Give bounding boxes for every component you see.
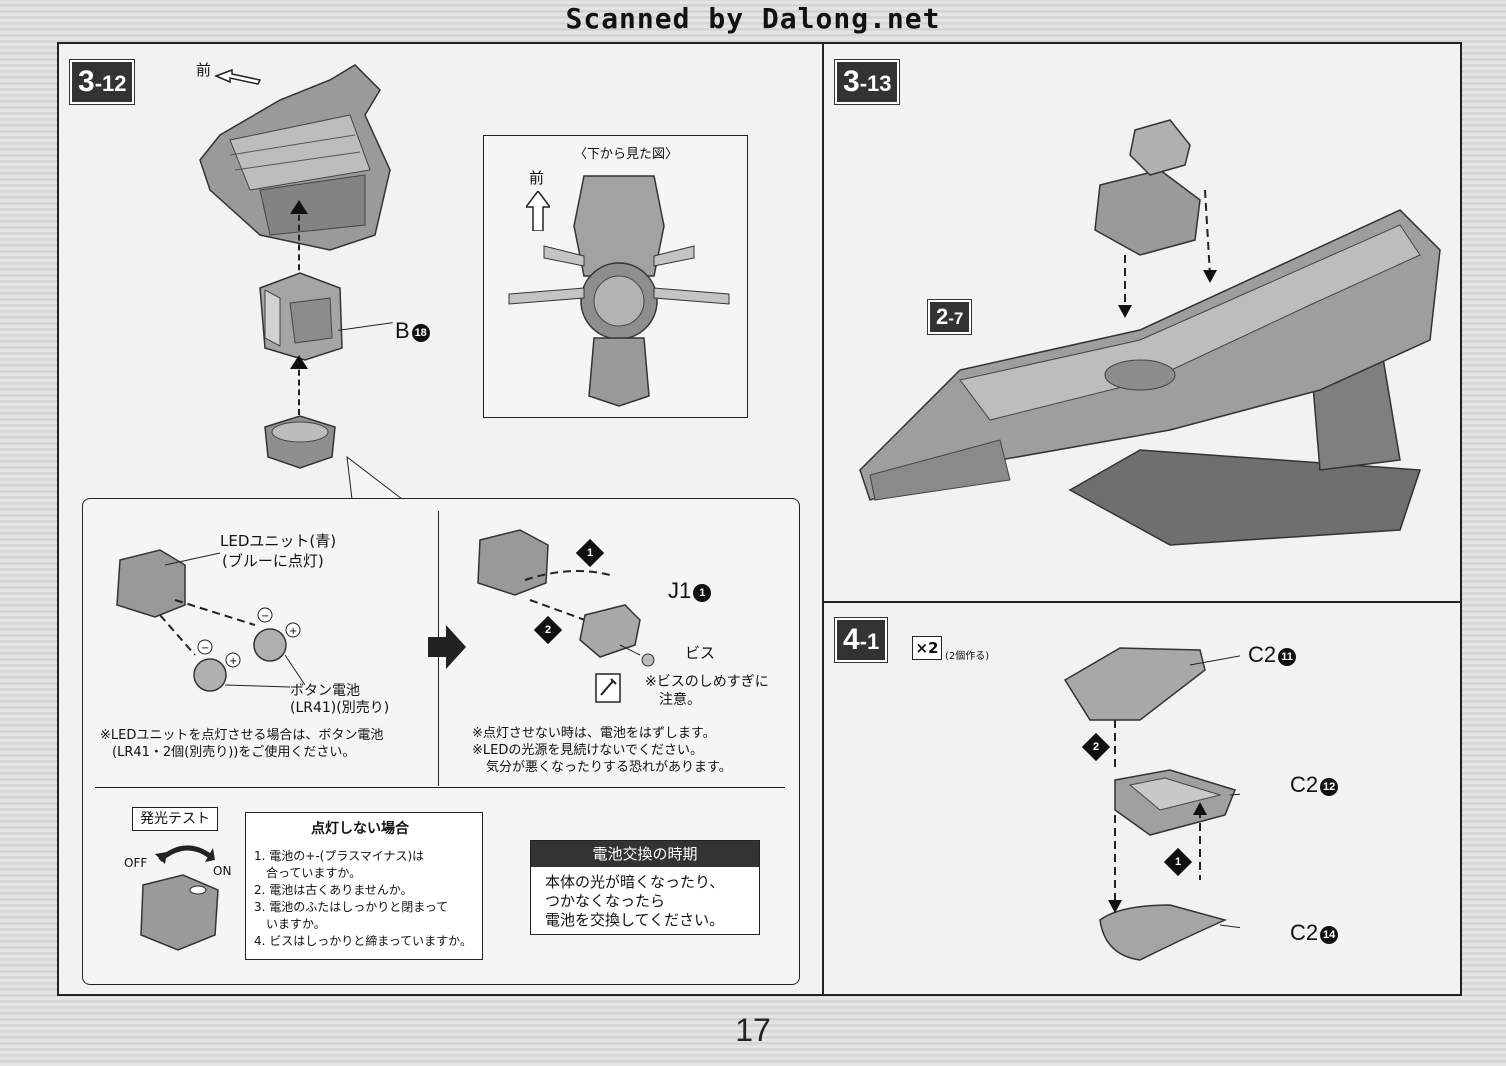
off-note-2: ※LEDの光源を見続けないでください。 bbox=[472, 743, 703, 758]
bottom-view-panel: 〈下から見た図〉 前 bbox=[483, 135, 748, 418]
front-up-arrow-icon bbox=[526, 191, 550, 231]
step-1-marker: 1 bbox=[1163, 847, 1193, 877]
step-sub-number: -12 bbox=[94, 71, 127, 96]
led-cover-illustration bbox=[477, 529, 655, 667]
up-arrow-icon bbox=[290, 355, 308, 369]
multiplier-note: (2個作る) bbox=[945, 651, 990, 662]
svg-text:−: − bbox=[261, 611, 269, 622]
led-unit-part bbox=[264, 415, 336, 469]
reference-2-7-badge: 2-7 bbox=[926, 299, 973, 335]
step-2-marker: 2 bbox=[1081, 732, 1111, 762]
screw-note-2: 注意。 bbox=[659, 692, 701, 708]
led-switch-illustration bbox=[140, 874, 219, 951]
led-usage-note-2: (LR41・2個(別売り))をご使用ください。 bbox=[112, 745, 356, 760]
led-color-label: (ブルーに点灯) bbox=[222, 552, 324, 570]
bottom-view-front-label: 前 bbox=[529, 169, 545, 187]
step-number: 3 bbox=[78, 65, 95, 98]
part-letter: C2 bbox=[1290, 920, 1319, 945]
ship-assembly-illustration bbox=[859, 119, 1441, 546]
light-test-box: 発光テスト bbox=[132, 807, 218, 831]
battery-replace-line-2: つかなくなったら bbox=[545, 892, 666, 910]
battery-model-label: (LR41)(別売り) bbox=[290, 700, 390, 716]
up-arrow-icon bbox=[290, 200, 308, 214]
step-number: 4 bbox=[843, 623, 860, 656]
screw-note-1: ※ビスのしめすぎに bbox=[645, 674, 769, 690]
step-marker-number: 2 bbox=[1092, 741, 1100, 753]
battery-replace-panel: 電池交換の時期 本体の光が暗くなったり、 つかなくなったら 電池を交換してくださ… bbox=[530, 840, 760, 935]
led-battery-illustration: − + − + bbox=[116, 549, 305, 692]
scan-watermark: Scanned by Dalong.net bbox=[565, 2, 941, 35]
light-off-label: OFF bbox=[124, 856, 148, 870]
ship-bottom-view-illustration bbox=[508, 175, 730, 407]
part-letter: B bbox=[395, 318, 410, 343]
screw-warning-icon bbox=[595, 673, 621, 703]
switch-rotate-arrow-icon bbox=[155, 845, 215, 864]
step-2-marker: 2 bbox=[533, 615, 563, 645]
part-letter: C2 bbox=[1290, 772, 1319, 797]
light-test-label: 発光テスト bbox=[140, 811, 210, 827]
step-3-13-badge: 3-13 bbox=[833, 59, 901, 105]
step-marker-number: 1 bbox=[586, 547, 594, 559]
right-row-divider bbox=[822, 601, 1462, 603]
reference-sub-number: -7 bbox=[948, 309, 964, 328]
step-marker-number: 1 bbox=[1174, 856, 1182, 868]
panel-horizontal-divider bbox=[95, 787, 785, 788]
troubleshoot-item: 4. ビスはしっかりと締まっていますか。 bbox=[254, 934, 472, 948]
step-1-marker: 1 bbox=[575, 538, 605, 568]
part-b18-shape bbox=[259, 272, 343, 361]
page-number: 17 bbox=[735, 1012, 771, 1048]
troubleshoot-item: 2. 電池は古くありませんか。 bbox=[254, 883, 413, 897]
troubleshoot-title: 点灯しない場合 bbox=[311, 821, 409, 837]
screw-label: ビス bbox=[685, 644, 716, 662]
svg-text:+: + bbox=[289, 626, 297, 637]
battery-label: ボタン電池 bbox=[290, 683, 360, 699]
battery-replace-title: 電池交換の時期 bbox=[531, 841, 759, 867]
part-number-badge: 18 bbox=[411, 324, 430, 342]
step-sub-number: -13 bbox=[859, 71, 892, 96]
front-direction-label: 前 bbox=[196, 61, 212, 79]
svg-text:+: + bbox=[229, 656, 237, 667]
troubleshoot-item: 3. 電池のふたはしっかりと閉まって bbox=[254, 900, 449, 914]
assembly-guide-line bbox=[298, 360, 300, 415]
column-divider bbox=[822, 42, 824, 996]
part-number-badge: 12 bbox=[1320, 778, 1339, 796]
assembly-guide-line bbox=[298, 205, 300, 290]
c2-parts-illustration bbox=[1063, 647, 1240, 961]
troubleshoot-item: 合っていますか。 bbox=[266, 866, 362, 880]
led-usage-note-1: ※LEDユニットを点灯させる場合は、ボタン電池 bbox=[100, 728, 384, 743]
part-number-badge: 11 bbox=[1278, 648, 1297, 666]
step-4-1-badge: 4-1 bbox=[833, 617, 889, 663]
off-note-1: ※点灯させない時は、電池をはずします。 bbox=[472, 726, 716, 741]
step-number: 3 bbox=[843, 65, 860, 98]
step-marker-number: 2 bbox=[544, 624, 552, 636]
part-number-badge: 14 bbox=[1320, 926, 1339, 944]
reference-number: 2 bbox=[936, 304, 949, 329]
troubleshoot-item: 1. 電池の+-(プラスマイナス)は bbox=[254, 849, 425, 863]
bottom-view-title: 〈下から見た図〉 bbox=[574, 147, 679, 162]
led-unit-label: LEDユニット(青) bbox=[220, 532, 337, 550]
battery-replace-line-3: 電池を交換してください。 bbox=[545, 911, 725, 929]
next-step-arrow-icon bbox=[428, 625, 466, 669]
part-letter: C2 bbox=[1248, 642, 1277, 667]
multiplier-label: ×2 bbox=[915, 639, 939, 657]
light-on-label: ON bbox=[213, 864, 232, 878]
part-letter: J1 bbox=[668, 578, 692, 603]
off-note-3: 気分が悪くなったりする恐れがあります。 bbox=[486, 760, 732, 775]
callout-pointer bbox=[346, 455, 403, 500]
bridge-tower-part bbox=[199, 64, 391, 251]
multiplier-box: ×2 bbox=[912, 636, 942, 660]
troubleshoot-item: いますか。 bbox=[266, 917, 326, 931]
battery-replace-line-1: 本体の光が暗くなったり、 bbox=[545, 873, 725, 891]
step-sub-number: -1 bbox=[859, 629, 880, 654]
step-3-12-badge: 3-12 bbox=[68, 59, 136, 105]
front-arrow-icon bbox=[214, 68, 262, 85]
svg-text:−: − bbox=[201, 643, 209, 654]
part-number-badge: 1 bbox=[693, 584, 712, 602]
troubleshoot-panel: 点灯しない場合 1. 電池の+-(プラスマイナス)は 合っていますか。 2. 電… bbox=[245, 812, 483, 960]
